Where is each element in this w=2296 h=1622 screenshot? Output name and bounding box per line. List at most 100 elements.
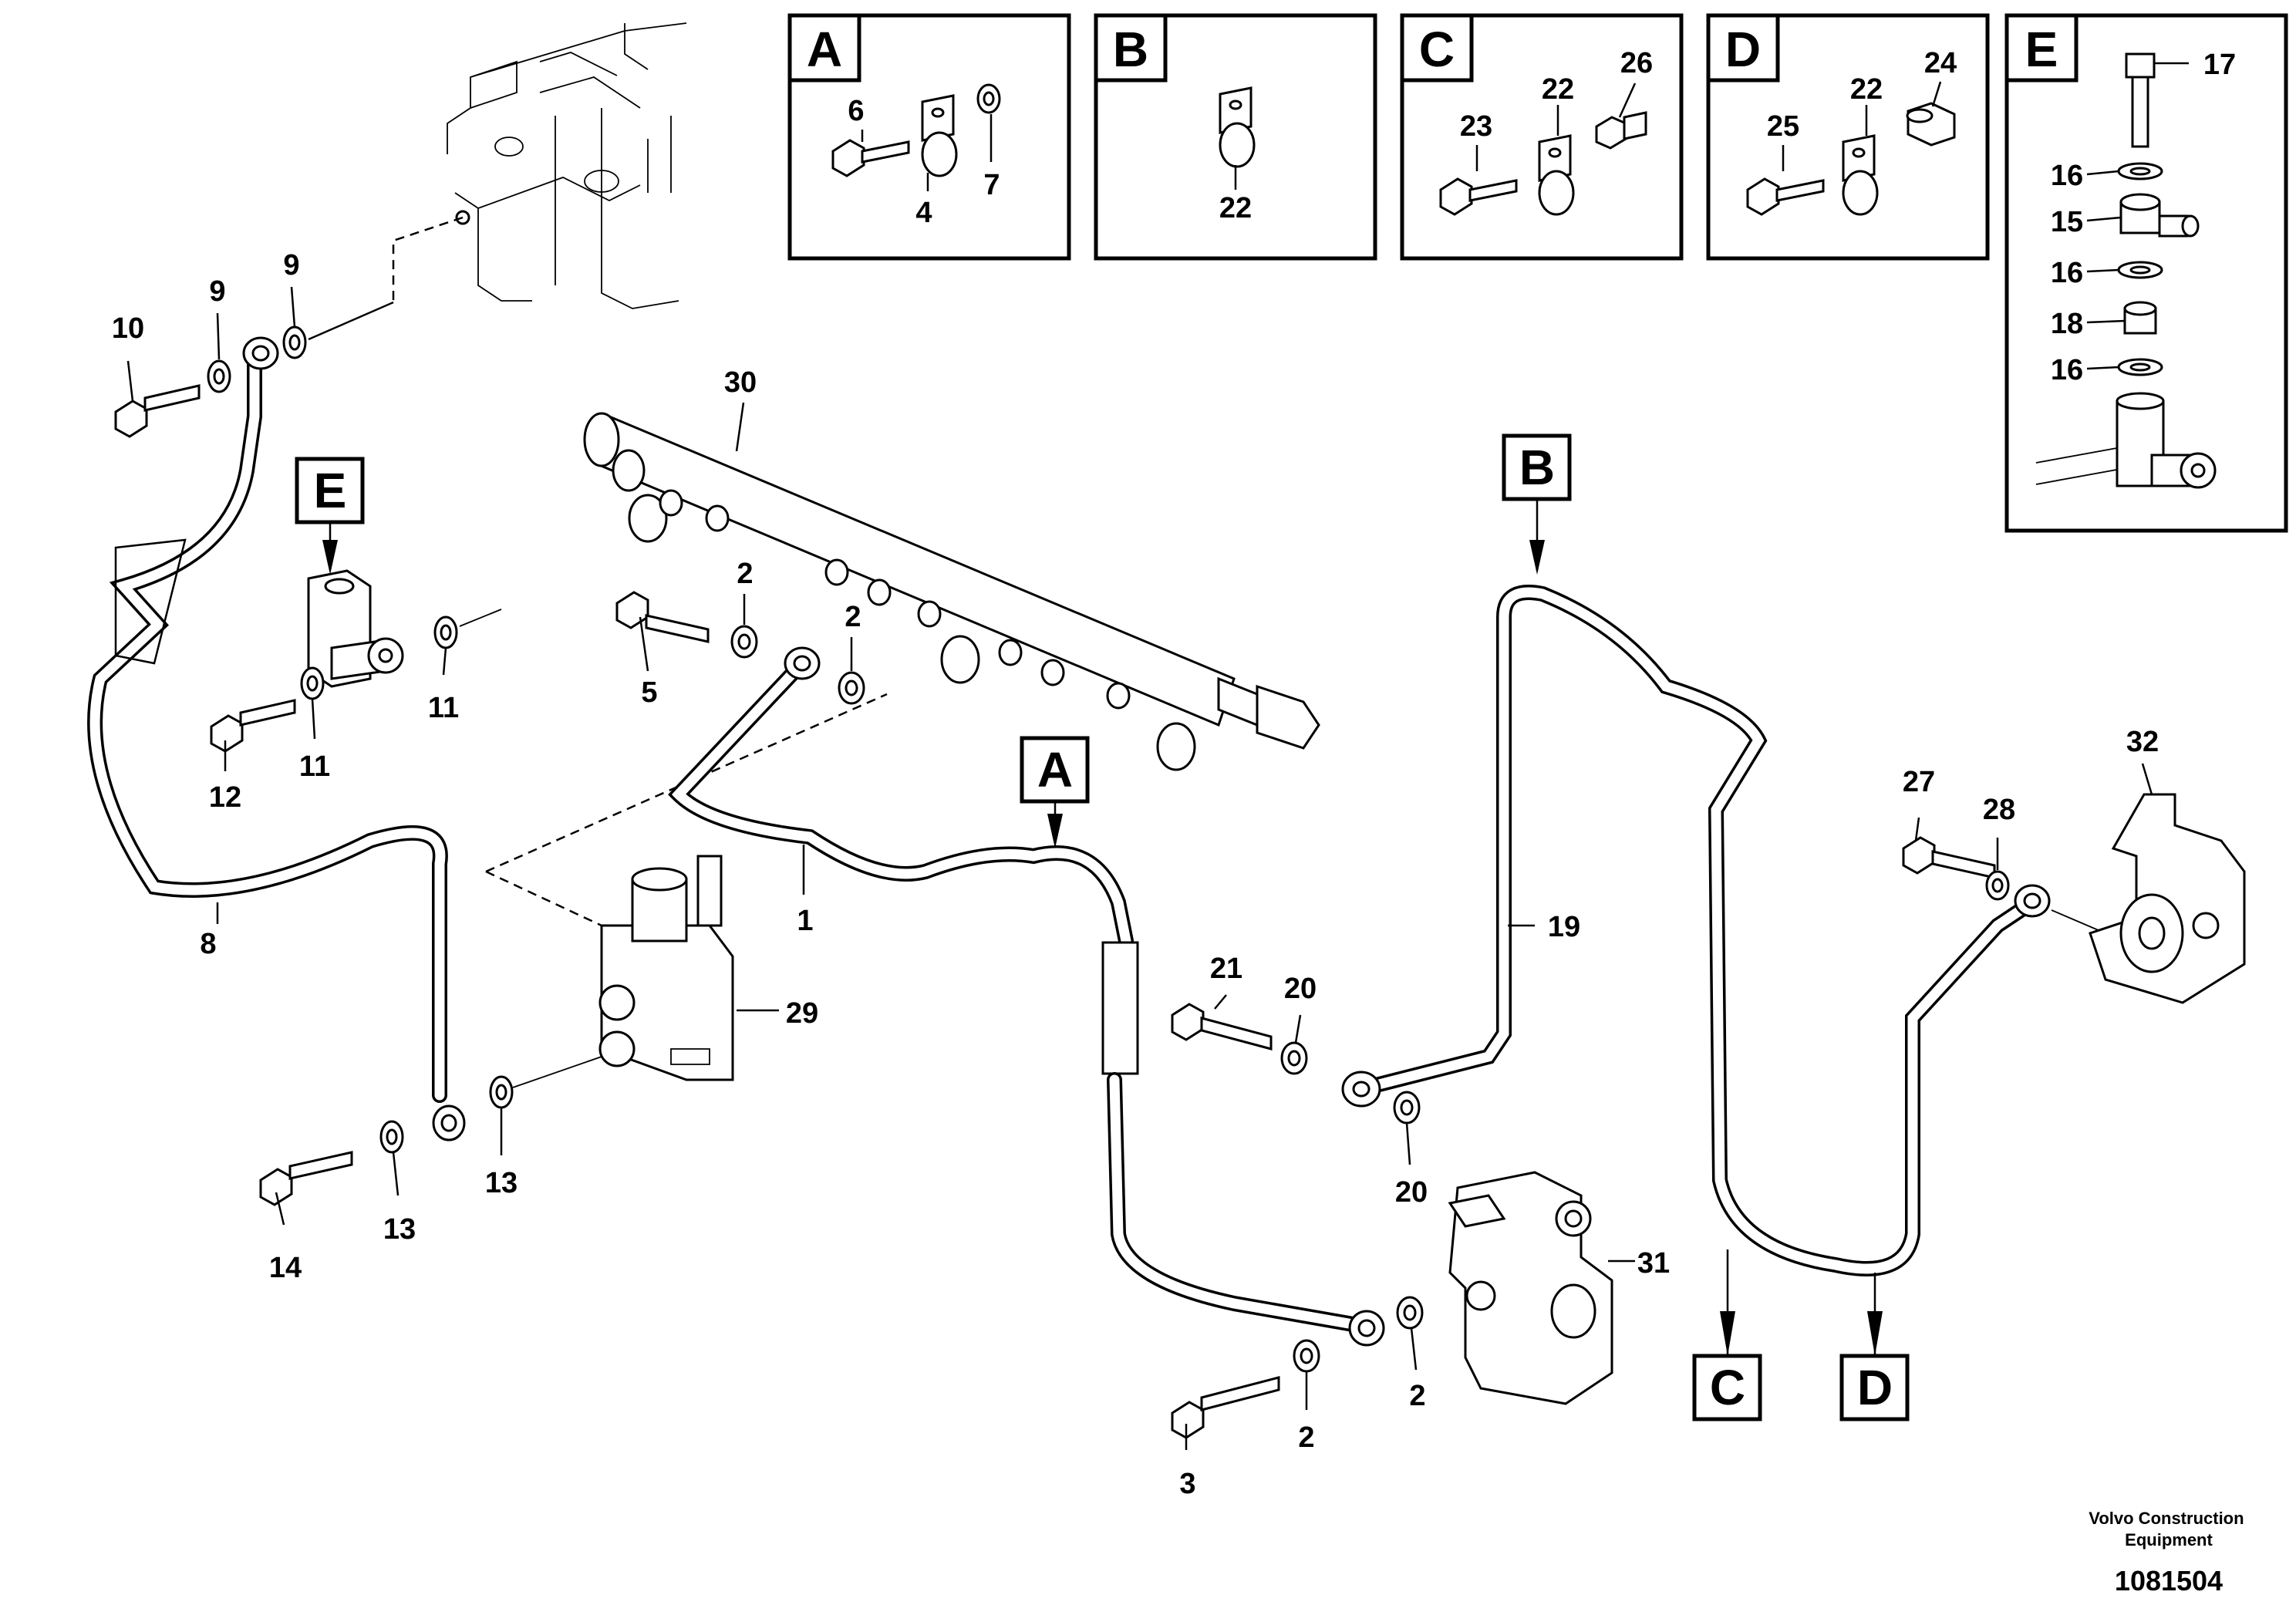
callout-2: 2 <box>1298 1421 1314 1454</box>
washer-icon <box>379 1075 514 1154</box>
detail-box-d: D 25 22 24 <box>1706 13 1990 261</box>
engine-block-outline <box>447 22 687 309</box>
washer-icon <box>730 625 865 705</box>
washer-icon <box>300 615 458 700</box>
callout-16: 16 <box>2051 354 2083 386</box>
view-marker-d: D <box>1839 1273 1910 1421</box>
callout-22: 22 <box>1850 73 1883 106</box>
callout-30: 30 <box>724 366 757 399</box>
valve-29 <box>598 855 734 1081</box>
callout-16: 16 <box>2051 160 2083 192</box>
callout-11: 11 <box>428 692 459 724</box>
detail-box-e-letter: E <box>2025 22 2058 77</box>
bolt-icon <box>615 591 710 643</box>
bolt-icon <box>1171 1003 1273 1050</box>
detail-box-d-letter: D <box>1725 22 1761 77</box>
figure-footer: Volvo Construction Equipment 1081504 <box>2089 1509 2248 1597</box>
callout-23: 23 <box>1460 110 1492 143</box>
callout-14: 14 <box>269 1252 302 1284</box>
callout-2: 2 <box>1409 1380 1425 1412</box>
pipe-1 <box>668 656 1365 1333</box>
callout-1: 1 <box>797 905 813 937</box>
callout-31: 31 <box>1637 1247 1670 1280</box>
spacer-icon <box>2123 301 2157 335</box>
callout-32: 32 <box>2126 726 2159 758</box>
callout-22: 22 <box>1219 192 1252 224</box>
detail-box-e: E <box>2004 13 2288 533</box>
bolt-icon <box>210 699 296 753</box>
callout-26: 26 <box>1620 47 1653 79</box>
washer-icon <box>2117 358 2163 376</box>
callout-3: 3 <box>1179 1468 1195 1500</box>
callout-19: 19 <box>1548 911 1580 943</box>
p-clamp-icon <box>1842 134 1879 216</box>
bolt-icon <box>1902 836 1996 879</box>
spacer-icon <box>1906 102 1956 147</box>
banjo-fitting-icon <box>784 646 1385 1347</box>
svg-text:C: C <box>1710 1360 1745 1415</box>
bolt-icon <box>114 384 201 438</box>
banjo-fitting-icon <box>242 336 466 1141</box>
detail-box-b-letter: B <box>1113 22 1148 77</box>
callout-numbers: 10 9 9 8 11 11 12 5 2 2 1 30 29 13 13 14… <box>112 249 2159 1500</box>
callout-20: 20 <box>1395 1176 1428 1209</box>
p-clamp-icon <box>1219 86 1256 168</box>
bolt-icon <box>1171 1376 1280 1439</box>
view-marker-a: A <box>1020 736 1090 848</box>
nut-icon <box>1595 111 1647 150</box>
bolt-icon <box>831 139 910 177</box>
callout-16: 16 <box>2051 257 2083 289</box>
callout-8: 8 <box>200 928 216 960</box>
callout-7: 7 <box>983 169 1000 201</box>
callout-13: 13 <box>383 1213 416 1246</box>
view-marker-b: B <box>1502 433 1572 575</box>
view-marker-c: C <box>1692 1249 1762 1421</box>
banjo-fitting-icon <box>2119 193 2200 238</box>
pipe-19 <box>1365 585 2028 1276</box>
svg-text:A: A <box>1037 742 1073 798</box>
washer-icon <box>1280 1041 1421 1125</box>
callout-24: 24 <box>1924 47 1957 79</box>
pump-31 <box>1448 1171 1613 1405</box>
callout-2: 2 <box>737 558 753 590</box>
drawing-number: 1081504 <box>2115 1565 2223 1597</box>
bolt-icon <box>259 1151 353 1206</box>
washer-icon <box>2117 162 2163 180</box>
tee-fitting-e <box>307 569 404 688</box>
detail-box-a: A 6 7 4 <box>787 13 1071 261</box>
svg-text:B: B <box>1519 440 1555 495</box>
washer-icon <box>976 83 1001 114</box>
fuel-rail-30 <box>583 412 1320 771</box>
callout-21: 21 <box>1210 953 1242 985</box>
callout-18: 18 <box>2051 308 2083 340</box>
callout-27: 27 <box>1903 766 1935 798</box>
callout-9: 9 <box>283 249 299 282</box>
banjo-fitting-icon <box>1341 884 2051 1108</box>
bolt-icon <box>1746 177 1825 216</box>
callout-9: 9 <box>209 275 225 308</box>
leader-line <box>308 301 394 341</box>
callout-leaders <box>126 286 2153 1450</box>
washer-icon <box>1985 870 2010 901</box>
callout-25: 25 <box>1767 110 1799 143</box>
callout-13: 13 <box>485 1167 518 1199</box>
detail-box-b: B 22 <box>1094 13 1377 261</box>
callout-6: 6 <box>848 95 864 127</box>
callout-10: 10 <box>112 312 144 345</box>
publisher-credit: Volvo Construction Equipment <box>2089 1509 2248 1549</box>
publisher-line: Equipment <box>2125 1530 2213 1549</box>
callout-4: 4 <box>915 197 932 229</box>
callout-22: 22 <box>1542 73 1574 106</box>
leader-dashed <box>392 216 464 302</box>
callout-17: 17 <box>2203 49 2236 81</box>
callout-20: 20 <box>1284 973 1317 1005</box>
tee-block-icon <box>2035 392 2217 489</box>
callout-29: 29 <box>786 997 818 1030</box>
washer-icon <box>2117 261 2163 279</box>
washer-icon <box>207 325 307 393</box>
detail-box-c-letter: C <box>1419 22 1455 77</box>
callout-28: 28 <box>1983 794 2015 826</box>
bracket-32 <box>2089 793 2246 1004</box>
svg-text:E: E <box>314 463 347 518</box>
